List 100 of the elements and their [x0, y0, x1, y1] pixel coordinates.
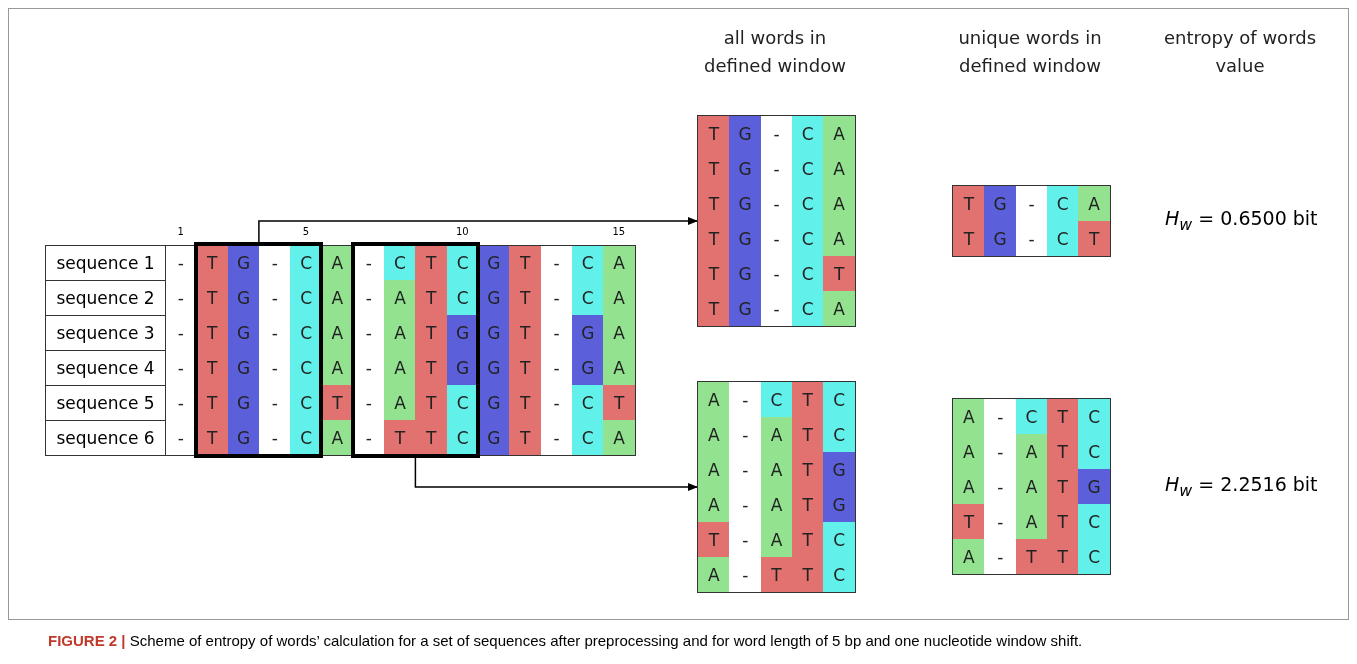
nucleotide-cell: A	[603, 315, 635, 350]
column-number: 5	[301, 226, 310, 237]
nucleotide-cell: T	[698, 116, 730, 151]
nucleotide-cell: T	[698, 291, 730, 326]
nucleotide-cell: T	[1046, 539, 1079, 574]
nucleotide-cell: T	[509, 350, 542, 385]
nucleotide-cell: G	[729, 151, 762, 186]
nucleotide-cell: T	[1078, 221, 1110, 256]
column-number: 15	[611, 226, 627, 237]
nucleotide-cell: G	[729, 291, 762, 326]
column-heading: unique words in defined window	[957, 26, 1103, 78]
nucleotide-cell: G	[227, 350, 260, 385]
nucleotide-cell: G	[227, 385, 260, 420]
sequence-label: sequence 6	[45, 420, 166, 456]
window-frame	[194, 242, 324, 458]
arrow	[258, 217, 698, 243]
nucleotide-cell: T	[509, 245, 542, 280]
nucleotide-cell: T	[791, 382, 824, 417]
nucleotide-cell: A	[953, 434, 985, 469]
nucleotide-cell: A	[698, 417, 730, 452]
nucleotide-cell: T	[1046, 434, 1079, 469]
nucleotide-cell: C	[791, 116, 824, 151]
arrow	[414, 457, 698, 491]
nucleotide-cell: C	[791, 221, 824, 256]
nucleotide-cell: G	[823, 487, 855, 522]
nucleotide-cell: C	[1015, 399, 1048, 434]
nucleotide-cell: A	[698, 452, 730, 487]
nucleotide-cell: G	[729, 116, 762, 151]
nucleotide-cell: A	[1078, 186, 1110, 221]
nucleotide-cell: T	[384, 420, 416, 455]
column-heading: all words in defined window	[703, 26, 847, 78]
nucleotide-cell: C	[791, 186, 824, 221]
nucleotide-cell: T	[823, 256, 855, 291]
nucleotide-cell: G	[729, 256, 762, 291]
nucleotide-cell: A	[603, 280, 635, 315]
nucleotide-cell: C	[1078, 539, 1110, 574]
nucleotide-cell: C	[1078, 434, 1110, 469]
nucleotide-cell: T	[509, 315, 542, 350]
nucleotide-cell: T	[791, 557, 824, 592]
nucleotide-cell: T	[196, 385, 229, 420]
nucleotide-cell: C	[571, 280, 604, 315]
word-table	[697, 115, 856, 327]
nucleotide-cell: C	[290, 385, 322, 420]
nucleotide-cell: T	[1046, 469, 1079, 504]
nucleotide-cell: A	[953, 539, 985, 574]
nucleotide-cell: A	[698, 487, 730, 522]
nucleotide-cell: C	[791, 151, 824, 186]
nucleotide-cell: A	[823, 291, 855, 326]
nucleotide-cell: T	[1046, 399, 1079, 434]
nucleotide-cell: G	[571, 350, 604, 385]
nucleotide-cell: T	[603, 385, 635, 420]
nucleotide-cell: C	[1078, 399, 1110, 434]
nucleotide-cell: T	[698, 151, 730, 186]
nucleotide-cell: C	[823, 557, 855, 592]
nucleotide-cell: C	[571, 420, 604, 455]
nucleotide-cell: C	[290, 280, 322, 315]
nucleotide-cell: A	[384, 315, 416, 350]
nucleotide-cell: T	[509, 280, 542, 315]
nucleotide-cell: A	[760, 487, 793, 522]
nucleotide-cell: G	[478, 385, 510, 420]
nucleotide-cell: C	[290, 315, 322, 350]
nucleotide-cell: A	[823, 116, 855, 151]
sequence-label: sequence 1	[45, 245, 166, 281]
nucleotide-cell: C	[791, 291, 824, 326]
nucleotide-cell: A	[603, 245, 635, 280]
nucleotide-cell: G	[227, 280, 260, 315]
nucleotide-cell: T	[953, 221, 985, 256]
nucleotide-cell: C	[571, 385, 604, 420]
nucleotide-cell: T	[698, 522, 730, 557]
nucleotide-cell: C	[823, 382, 855, 417]
nucleotide-cell: T	[1046, 504, 1079, 539]
nucleotide-cell: G	[729, 221, 762, 256]
nucleotide-cell: C	[791, 256, 824, 291]
nucleotide-cell: T	[509, 385, 542, 420]
figure-caption: FIGURE 2 | Scheme of entropy of words’ calculation for a set of sequences after preprocessing and for word length of 5 bp and one nucleotide window shift.	[48, 632, 1083, 649]
nucleotide-cell: T	[791, 487, 824, 522]
nucleotide-cell: C	[1078, 504, 1110, 539]
nucleotide-cell: G	[478, 350, 510, 385]
nucleotide-cell: A	[823, 221, 855, 256]
nucleotide-cell: T	[760, 557, 793, 592]
nucleotide-cell: G	[571, 315, 604, 350]
nucleotide-cell: A	[384, 385, 416, 420]
entropy-value: H$_{w}$ = 2.2516 bit	[1165, 473, 1318, 500]
nucleotide-cell: T	[698, 221, 730, 256]
nucleotide-cell: A	[953, 399, 985, 434]
nucleotide-cell: T	[698, 186, 730, 221]
nucleotide-cell: G	[984, 186, 1017, 221]
nucleotide-cell: G	[227, 315, 260, 350]
nucleotide-cell: T	[791, 522, 824, 557]
nucleotide-cell: A	[823, 151, 855, 186]
nucleotide-cell: C	[1046, 186, 1079, 221]
nucleotide-cell: C	[384, 245, 416, 280]
nucleotide-cell: A	[384, 350, 416, 385]
nucleotide-cell: G	[478, 315, 510, 350]
nucleotide-cell: A	[698, 557, 730, 592]
nucleotide-cell: T	[415, 385, 448, 420]
nucleotide-cell: C	[823, 522, 855, 557]
entropy-value: H$_{w}$ = 0.6500 bit	[1165, 207, 1318, 234]
nucleotide-cell: T	[196, 350, 229, 385]
nucleotide-cell: C	[1046, 221, 1079, 256]
